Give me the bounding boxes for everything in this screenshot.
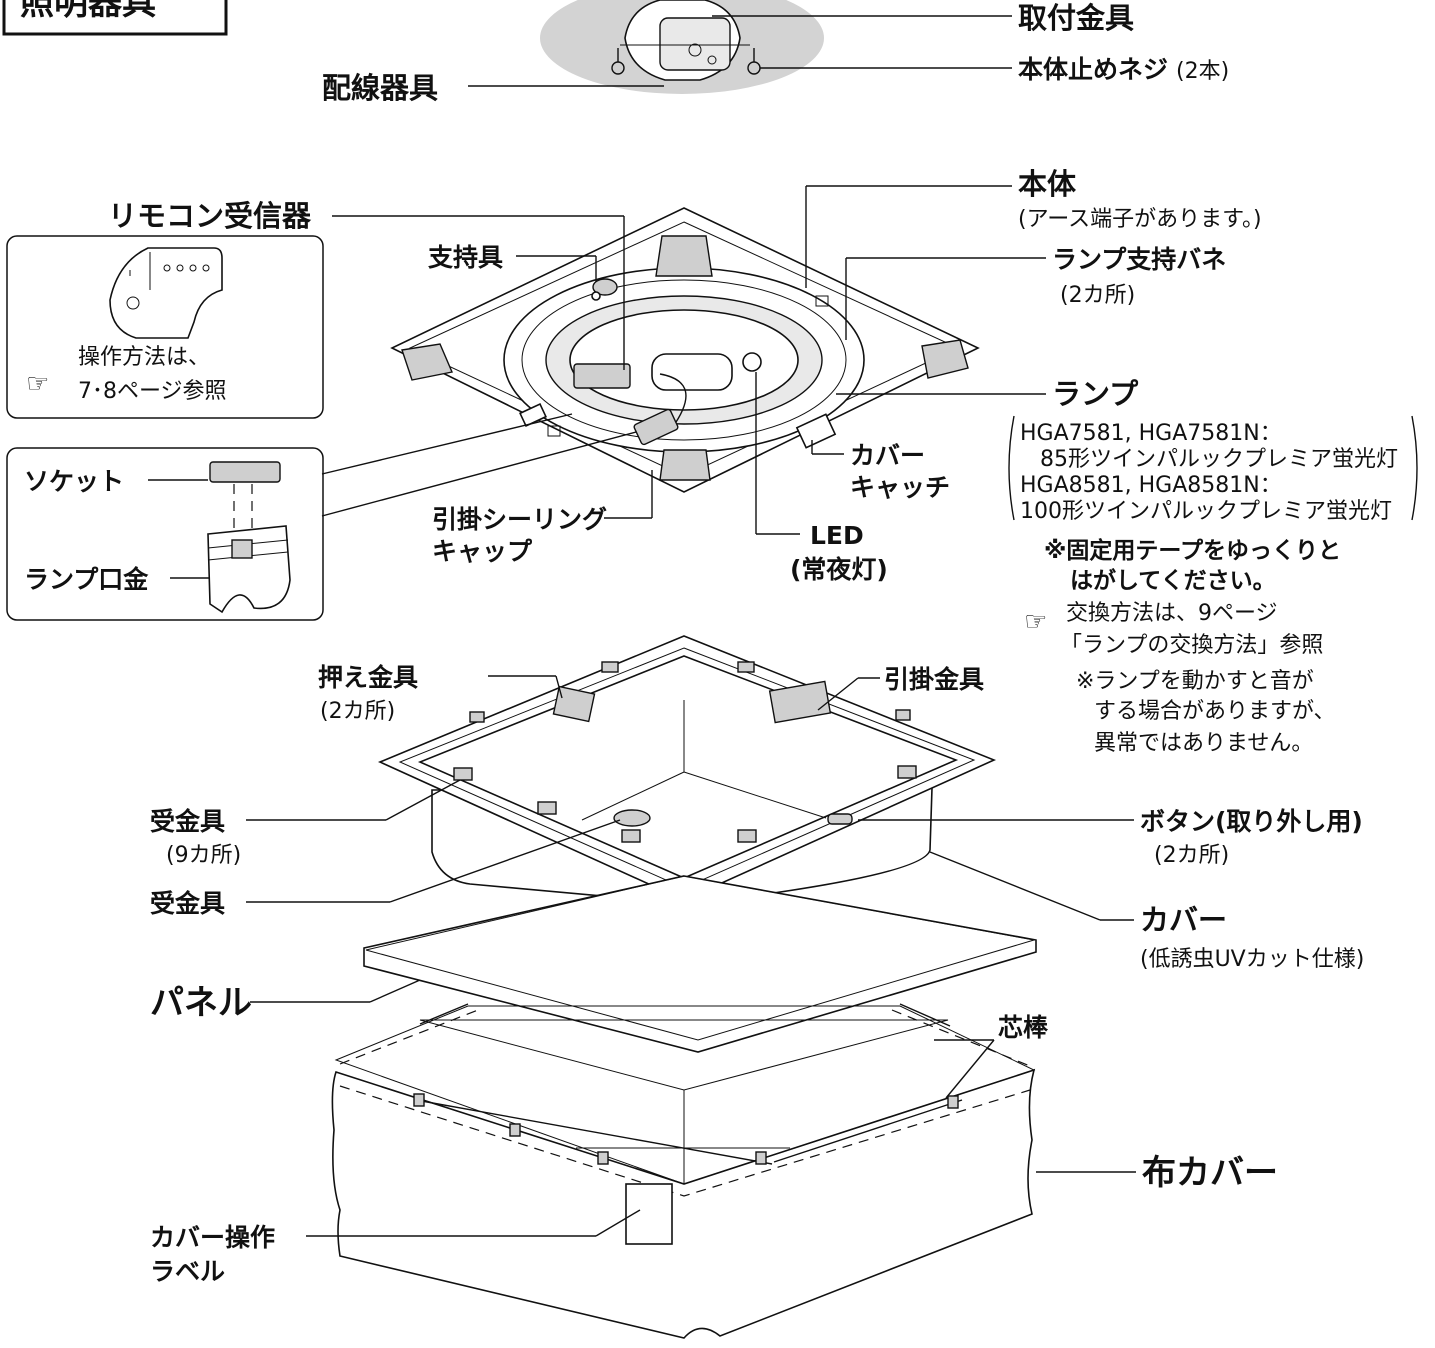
label-remocon: リモコン受信器 xyxy=(108,199,312,233)
leader-shinbou-2 xyxy=(945,1039,995,1099)
note-sound-3: 異常ではありません。 xyxy=(1094,731,1313,756)
label-shinbou: 芯棒 xyxy=(998,1013,1049,1042)
label-hikkake-cap-1: 引掛シーリング xyxy=(432,505,607,534)
leader-ukekanagu-1-d xyxy=(385,779,461,821)
leader-socket-bottom xyxy=(321,431,637,517)
lamp-model-row3: HGA8581, HGA8581N： xyxy=(1020,473,1282,498)
label-panel: パネル xyxy=(150,983,252,1023)
lamp-model-row2: 85形ツインパルックプレミア蛍光灯 xyxy=(1040,447,1398,472)
label-cover-catch-2: キャッチ xyxy=(850,473,950,502)
leader-socket-top xyxy=(321,413,573,475)
label-hikkake-kanagu: 引掛金具 xyxy=(884,665,984,694)
lamp-model-row1: HGA7581, HGA7581N： xyxy=(1020,421,1282,446)
label-cover-label-2: ラベル xyxy=(150,1257,225,1286)
cover-illustration xyxy=(377,635,997,905)
label-cover-note: (低誘虫UVカット仕様) xyxy=(1140,947,1364,972)
remocon-inset-line1: 操作方法は、 xyxy=(78,345,210,370)
label-socket: ソケット xyxy=(24,467,124,496)
label-toritsuke: 取付金具 xyxy=(1018,1,1134,35)
label-kuchigane: ランプ口金 xyxy=(24,565,149,594)
label-led-2: (常夜灯) xyxy=(790,555,888,584)
leader-hikkake-kanagu-d xyxy=(817,677,859,711)
leader-ukekanagu-2-d xyxy=(389,819,621,903)
lamp-models-block: HGA7581, HGA7581N： 85形ツインパルックプレミア蛍光灯 HGA… xyxy=(1008,415,1418,524)
note-exchange-1: 交換方法は、9ページ xyxy=(1066,601,1278,626)
label-ukekanagu-1-count: (9カ所) xyxy=(166,843,241,868)
label-osae-count: (2カ所) xyxy=(320,699,395,724)
label-button-count: (2カ所) xyxy=(1154,843,1229,868)
leader-panel-d xyxy=(369,979,421,1003)
label-nuno-cover: 布カバー xyxy=(1142,1153,1278,1193)
label-lamp: ランプ xyxy=(1052,377,1139,411)
label-honntai-note: (アース端子があります。) xyxy=(1018,207,1262,232)
label-ukekanagu-1: 受金具 xyxy=(150,807,225,836)
main-body-illustration xyxy=(390,207,980,493)
pointing-hand-icon: ☞ xyxy=(26,369,49,399)
leader-osae-v xyxy=(555,675,563,699)
note-sound-2: する場合がありますが、 xyxy=(1094,699,1336,724)
section-title: 照明器具 xyxy=(20,0,156,23)
note-tape-1: ※固定用テープをゆっくりと xyxy=(1044,537,1341,564)
note-tape-2: はがしてください。 xyxy=(1070,567,1276,594)
panel-illustration xyxy=(363,875,1037,1053)
section-title-box: 照明器具 xyxy=(2,0,228,36)
label-cover: カバー xyxy=(1140,903,1227,937)
socket-inset: ソケット ランプ口金 xyxy=(6,447,324,621)
leader-cover-label-d xyxy=(595,1209,641,1237)
note-exchange-2: 「ランプの交換方法」参照 xyxy=(1060,633,1323,658)
lamp-model-row4: 100形ツインパルックプレミア蛍光灯 xyxy=(1020,499,1392,524)
label-ukekanagu-2: 受金具 xyxy=(150,889,225,918)
note-sound-1: ※ランプを動かすと音が xyxy=(1076,669,1314,694)
remocon-inset: ☞ 操作方法は、 7･8ページ参照 xyxy=(6,235,324,419)
label-shijigu: 支持具 xyxy=(428,243,503,272)
label-haisen: 配線器具 xyxy=(322,71,438,105)
pointing-hand-icon-2: ☞ xyxy=(1024,607,1047,637)
label-cover-catch-1: カバー xyxy=(850,441,925,470)
label-led-1: LED xyxy=(810,521,864,550)
label-osae: 押え金具 xyxy=(318,663,418,692)
label-neji: 本体止めネジ(2本) xyxy=(1018,55,1229,84)
label-button: ボタン(取り外し用) xyxy=(1140,807,1363,836)
leader-cover-d xyxy=(929,851,1101,921)
remocon-inset-line2: 7･8ページ参照 xyxy=(78,379,227,404)
label-hikkake-cap-2: キャップ xyxy=(432,537,533,566)
label-cover-label-1: カバー操作 xyxy=(150,1223,275,1252)
mounting-bracket-illustration xyxy=(540,0,824,94)
label-lamp-bane-count: (2カ所) xyxy=(1060,283,1135,308)
label-honntai: 本体 xyxy=(1018,167,1077,201)
fabric-cover-illustration xyxy=(331,1003,1036,1339)
label-lamp-bane: ランプ支持バネ xyxy=(1052,245,1226,274)
